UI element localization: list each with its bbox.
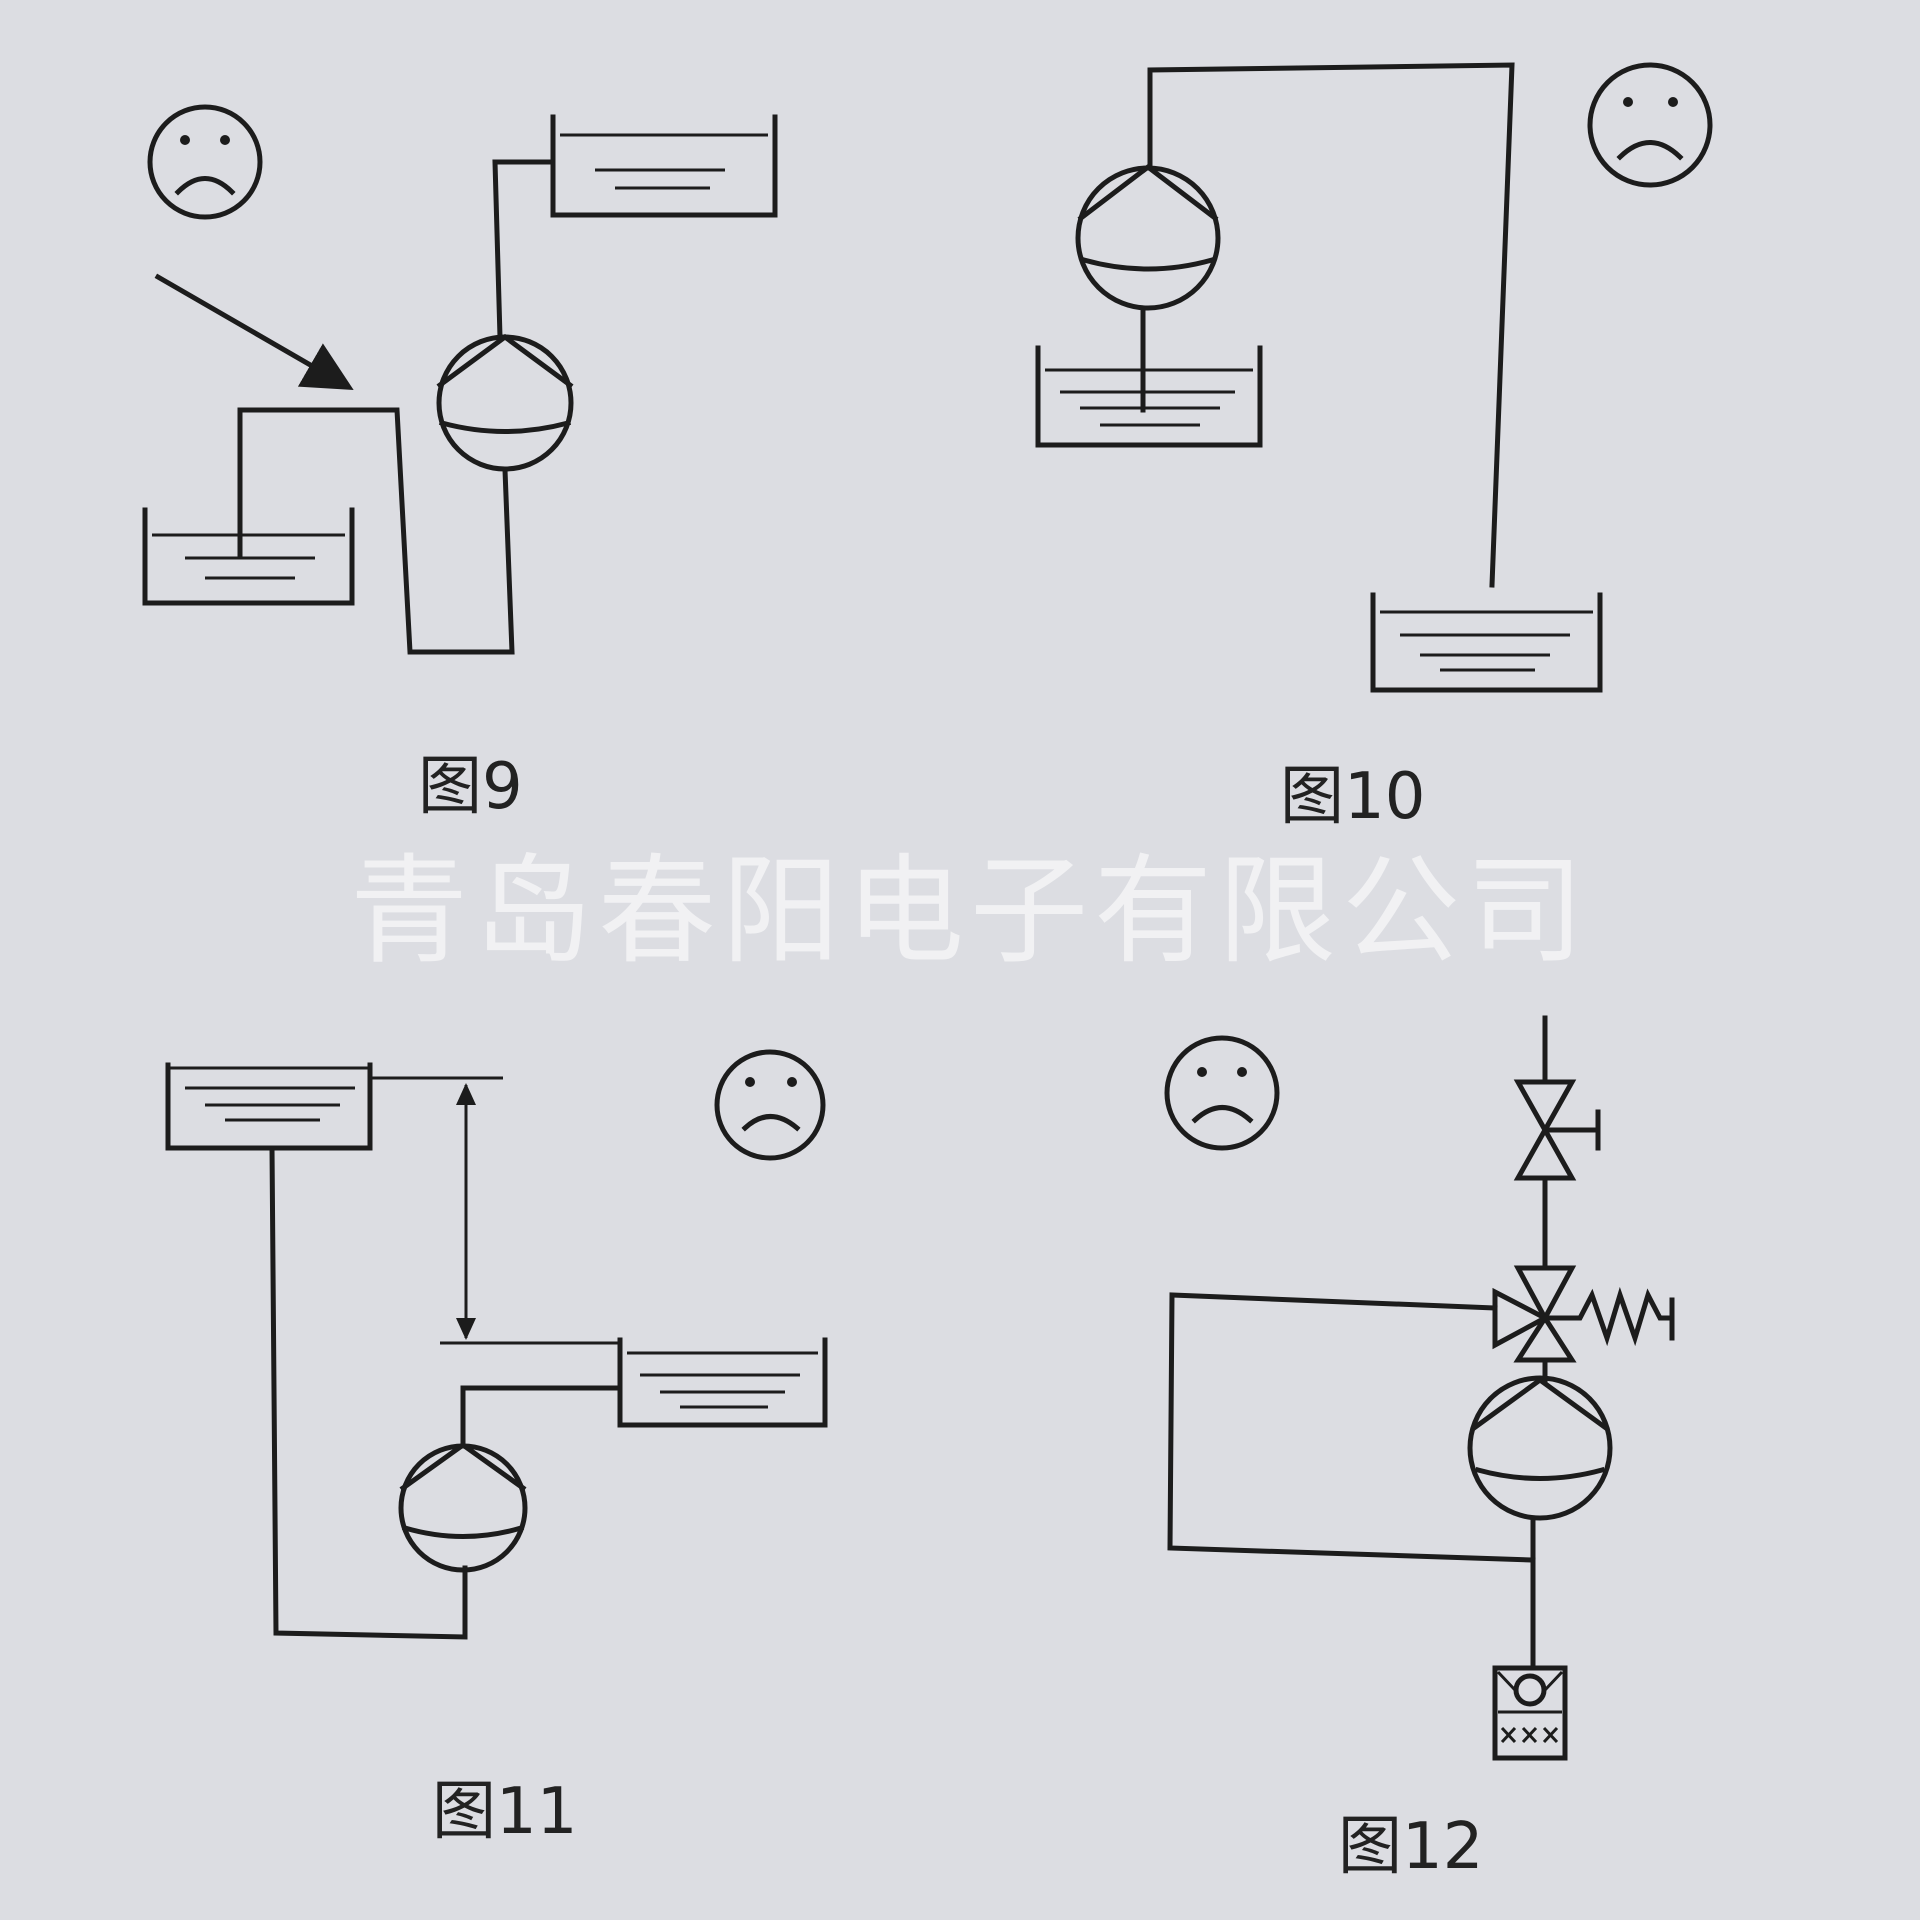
pump-icon <box>398 1441 528 1573</box>
figure-10: 图10 <box>1035 62 1713 834</box>
sad-face-icon <box>714 1049 826 1161</box>
discharge-pipe <box>460 1385 623 1448</box>
figure-12: 图12 <box>1164 1015 1675 1884</box>
supply-tank <box>1035 345 1263 448</box>
discharge-tank <box>550 114 778 218</box>
supply-tank <box>165 1062 373 1151</box>
pump-icon <box>436 333 574 472</box>
sad-face-icon <box>1164 1035 1280 1151</box>
discharge-tank <box>617 1337 828 1428</box>
discharge-pipe <box>492 159 556 340</box>
height-difference-arrow <box>456 1083 476 1340</box>
pump-icon <box>1075 163 1221 311</box>
watermark: 青岛春阳电子有限公司 <box>350 842 1590 980</box>
bypass-pipe <box>1167 1292 1536 1563</box>
relief-valve-icon <box>1492 1265 1675 1363</box>
figure-11-caption: 图11 <box>432 1775 577 1849</box>
figure-10-caption: 图10 <box>1280 760 1425 834</box>
supply-tank <box>142 507 355 606</box>
suction-pipe <box>237 407 515 655</box>
suction-pipe <box>269 1145 468 1640</box>
shutoff-valve-icon <box>1513 1079 1601 1181</box>
sad-face-icon <box>1587 62 1713 188</box>
filter-icon <box>1492 1665 1568 1761</box>
pump-icon <box>1467 1375 1613 1521</box>
discharge-pipe <box>1147 62 1515 588</box>
pointer-arrow <box>154 273 354 391</box>
figure-9-caption: 图9 <box>418 750 523 824</box>
sad-face-icon <box>147 104 263 220</box>
figure-11: 图11 <box>165 1049 828 1849</box>
discharge-tank <box>1370 592 1603 693</box>
figure-12-caption: 图12 <box>1338 1810 1483 1884</box>
figure-9: 图9 <box>142 104 778 824</box>
